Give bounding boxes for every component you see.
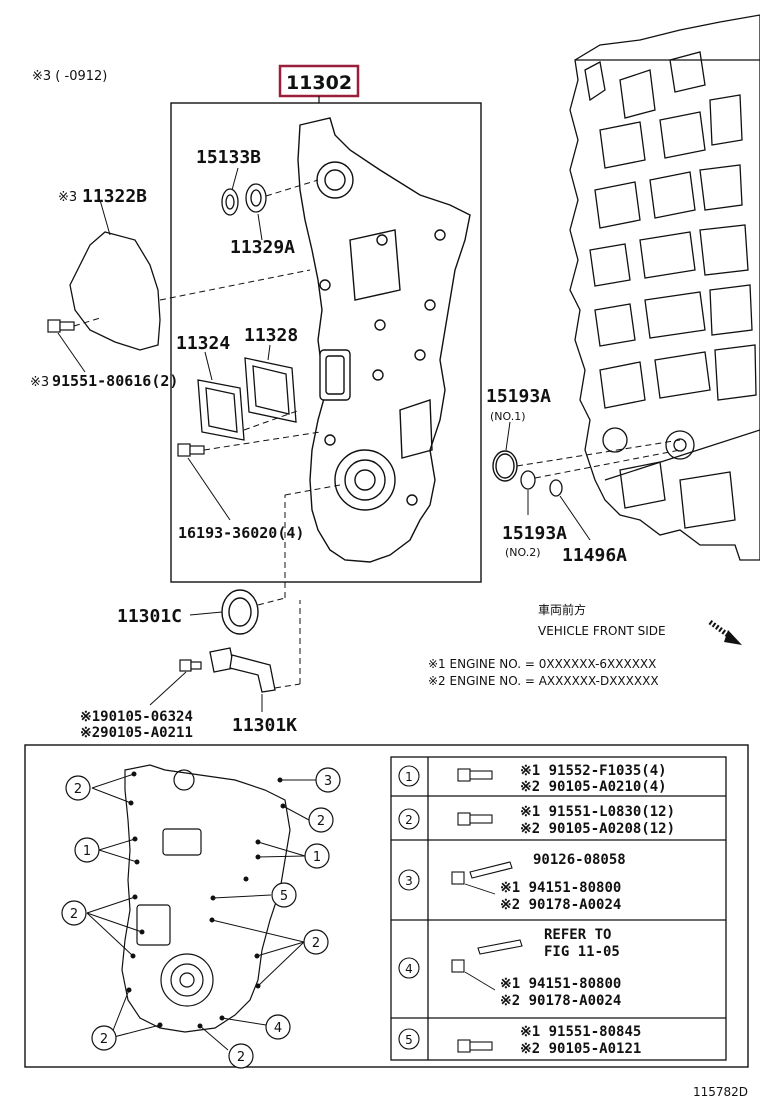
gasket-11324[interactable] [197,379,245,441]
front-arrow-icon [708,619,742,645]
bolt-16193-36020[interactable] [177,443,205,457]
callout-2-c[interactable]: 2 [61,900,87,926]
label-11328[interactable]: 11328 [244,325,298,346]
bolt-icon-row2 [457,812,493,826]
label-15133b[interactable]: 15133B [196,147,261,168]
direction-jp: 車両前方 [538,602,586,617]
svg-text:2: 2 [74,782,82,797]
cover-outline-lower [121,764,291,1033]
callout-3[interactable]: 3 [315,767,341,793]
row4-line1: REFER TO [544,927,611,943]
note-3-range: ※3 ( -0912) [32,69,107,84]
callout-2-d[interactable]: 2 [303,929,329,955]
bolt-location-frame [24,744,749,1068]
label-11496a[interactable]: 11496A [562,545,627,566]
label-16193-36020[interactable]: 16193-36020(4) [178,524,304,542]
bolt-table [390,756,727,1061]
figure-id: 115782D [693,1085,748,1099]
svg-text:1: 1 [405,770,413,784]
svg-text:4: 4 [274,1021,282,1036]
callout-1-b[interactable]: 1 [304,843,330,869]
svg-text:2: 2 [312,936,320,951]
svg-text:3: 3 [405,874,413,888]
seal-11329a[interactable] [245,183,267,213]
callout-4[interactable]: 4 [265,1014,291,1040]
o-ring-15193a-no2[interactable] [520,470,536,490]
main-part-number[interactable]: 11302 [286,72,352,94]
engine-note-2: ※2 ENGINE NO. = AXXXXXX-DXXXXXX [428,674,659,688]
sensor-11301k[interactable] [209,647,276,693]
label-91551-80616[interactable]: 91551-80616(2) [52,372,178,390]
row4-line3: ※1 94151-80800 [500,976,621,992]
row1-line1: ※1 91552-F1035(4) [520,763,667,779]
label-11301c[interactable]: 11301C [117,606,182,627]
table-row-1[interactable]: 1 [398,765,420,787]
seal-11301c[interactable] [221,589,259,635]
row3-line3: ※2 90178-A0024 [500,897,621,913]
stud-icon-row4 [451,939,523,973]
o-ring-15193a-no1[interactable] [492,450,518,482]
row4-line2: FIG 11-05 [544,944,620,960]
label-no1: (NO.1) [490,410,526,423]
row4-line4: ※2 90178-A0024 [500,993,621,1009]
label-11322b-mark: ※3 [58,190,77,205]
table-row-2[interactable]: 2 [398,808,420,830]
row3-line2: ※1 94151-80800 [500,880,621,896]
label-11324[interactable]: 11324 [176,333,230,354]
engine-note-1: ※1 ENGINE NO. = 0XXXXXX-6XXXXXX [428,657,656,671]
table-row-3[interactable]: 3 [398,869,420,891]
gasket-11328[interactable] [244,357,297,423]
svg-text:3: 3 [324,774,332,789]
label-11329a[interactable]: 11329A [230,237,295,258]
label-15193a-1[interactable]: 15193A [486,386,551,407]
table-leaders [464,883,496,991]
bolt-icon-row5 [457,1039,493,1053]
svg-text:5: 5 [280,889,288,904]
label-91551-mark: ※3 [30,375,49,390]
bolt-90105[interactable] [179,659,202,672]
bolt-91551-80616[interactable] [47,319,75,333]
cover-assembly-frame [170,102,482,583]
plug-15133b[interactable] [221,188,239,216]
bolt-icon-row1 [457,768,493,782]
table-row-5[interactable]: 5 [398,1028,420,1050]
bolt-leaders [86,771,316,1051]
svg-text:4: 4 [405,962,413,976]
label-90105-b[interactable]: ※290105-A0211 [80,725,193,741]
row3-line1: 90126-08058 [533,852,626,868]
callout-2-b[interactable]: 2 [308,807,334,833]
label-90105-a[interactable]: ※190105-06324 [80,709,193,725]
direction-en: VEHICLE FRONT SIDE [538,624,666,638]
label-15193a-2[interactable]: 15193A [502,523,567,544]
svg-text:2: 2 [237,1050,245,1065]
o-ring-11496a[interactable] [549,479,563,497]
svg-text:1: 1 [83,844,91,859]
row2-line2: ※2 90105-A0208(12) [520,821,675,837]
callout-2-a[interactable]: 2 [65,775,91,801]
callout-2-e[interactable]: 2 [91,1025,117,1051]
svg-text:1: 1 [313,850,321,865]
label-11322b[interactable]: 11322B [82,186,147,207]
svg-text:2: 2 [100,1032,108,1047]
callout-5[interactable]: 5 [271,882,297,908]
engine-block-drawing [569,14,760,561]
label-11301k[interactable]: 11301K [232,715,297,736]
label-no2: (NO.2) [505,546,541,559]
row1-line2: ※2 90105-A0210(4) [520,779,667,795]
cover-11322b[interactable] [69,231,161,351]
timing-cover-drawing [297,117,471,563]
row5-line2: ※2 90105-A0121 [520,1041,641,1057]
callout-2-f[interactable]: 2 [228,1043,254,1069]
row5-line1: ※1 91551-80845 [520,1024,641,1040]
svg-text:2: 2 [405,813,413,827]
stud-icon-row3 [451,861,513,885]
table-row-4[interactable]: 4 [398,957,420,979]
svg-text:2: 2 [70,907,78,922]
row2-line1: ※1 91551-L0830(12) [520,804,675,820]
callout-1-a[interactable]: 1 [74,837,100,863]
svg-text:5: 5 [405,1033,413,1047]
svg-text:2: 2 [317,814,325,829]
